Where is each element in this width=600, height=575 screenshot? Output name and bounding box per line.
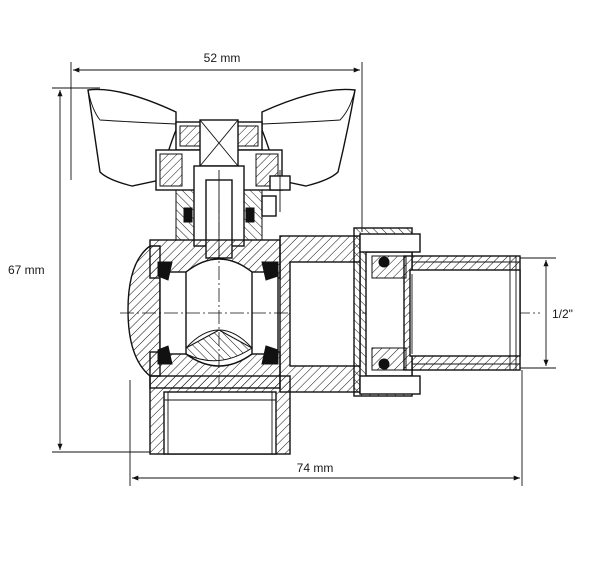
- bottom-inlet: [149, 375, 291, 455]
- dimension-length: 74 mm: [129, 370, 523, 486]
- height-label: 67 mm: [8, 263, 45, 277]
- butterfly-handle: [87, 88, 356, 191]
- outlet-pipe: [403, 255, 521, 371]
- thread-label: 1/2": [552, 307, 573, 321]
- dimension-height: 67 mm: [8, 87, 150, 453]
- width-label: 52 mm: [204, 51, 241, 65]
- dimension-width: 52 mm: [70, 51, 363, 232]
- dimension-thread: 1/2": [520, 257, 573, 369]
- union-body: [279, 227, 421, 397]
- length-label: 74 mm: [297, 461, 334, 475]
